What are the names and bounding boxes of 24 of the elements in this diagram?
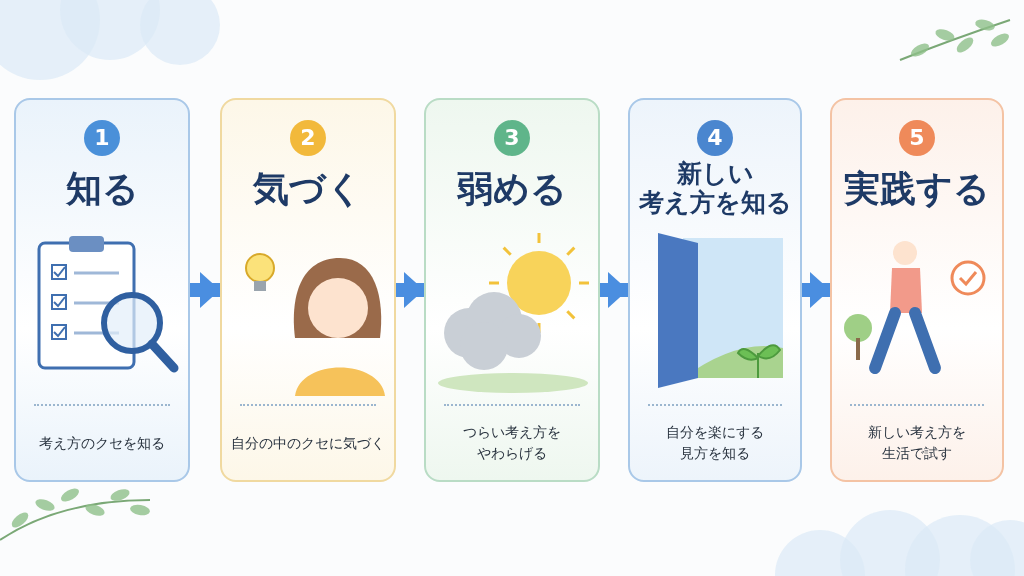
step-title: 弱める — [456, 168, 568, 210]
step-title: 実践する — [843, 168, 991, 210]
step-card — [220, 98, 396, 482]
step-title: 知る — [64, 168, 140, 210]
step-description: 考え方のクセを知る — [39, 433, 165, 453]
step-number: 2 — [290, 120, 326, 156]
step-title: 新しい考え方を知る — [637, 160, 793, 218]
arrow — [190, 272, 220, 308]
step-card — [14, 98, 190, 482]
step-title: 気づく — [252, 168, 364, 210]
arrow — [802, 272, 830, 308]
step-number: 4 — [697, 120, 733, 156]
arrow — [600, 272, 628, 308]
arrow — [396, 272, 424, 308]
step-number: 3 — [494, 120, 530, 156]
step-card — [830, 98, 1004, 482]
step-number: 1 — [84, 120, 120, 156]
step-description: 自分の中のクセに気づく — [231, 433, 385, 453]
step-card — [424, 98, 600, 482]
step-description: つらい考え方をやわらげる — [462, 423, 562, 463]
step-description: 自分を楽にする見方を知る — [665, 423, 765, 463]
step-card — [628, 98, 802, 482]
step-description: 新しい考え方を生活で試す — [867, 423, 967, 463]
step-number: 5 — [899, 120, 935, 156]
